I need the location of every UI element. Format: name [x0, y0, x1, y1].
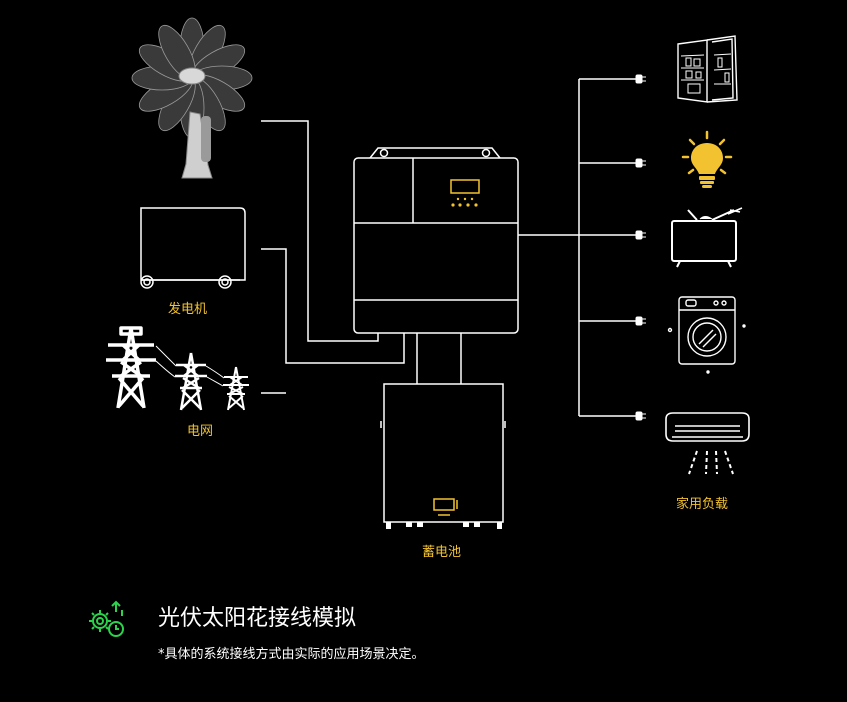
light-bulb-icon	[681, 130, 733, 188]
battery-label: 蓄电池	[422, 545, 462, 560]
wiring-lines	[261, 78, 638, 417]
refrigerator-icon	[677, 35, 738, 103]
air-conditioner-icon	[665, 412, 750, 475]
solar-flower-icon	[131, 17, 253, 179]
generator-icon	[140, 207, 246, 289]
washing-machine-icon	[667, 296, 746, 374]
page-title: 光伏太阳花接线模拟	[158, 606, 357, 631]
home-loads-label: 家用负载	[676, 497, 729, 512]
generator-label: 发电机	[168, 302, 208, 317]
page-note: *具体的系统接线方式由实际的应用场景决定。	[158, 647, 425, 662]
power-grid-icon	[106, 326, 249, 411]
grid-label: 电网	[187, 424, 214, 439]
plug-icon	[635, 74, 646, 421]
inverter-icon	[353, 147, 519, 334]
television-icon	[671, 207, 743, 268]
battery-icon	[380, 383, 506, 529]
gear-clock-icon	[89, 600, 124, 637]
